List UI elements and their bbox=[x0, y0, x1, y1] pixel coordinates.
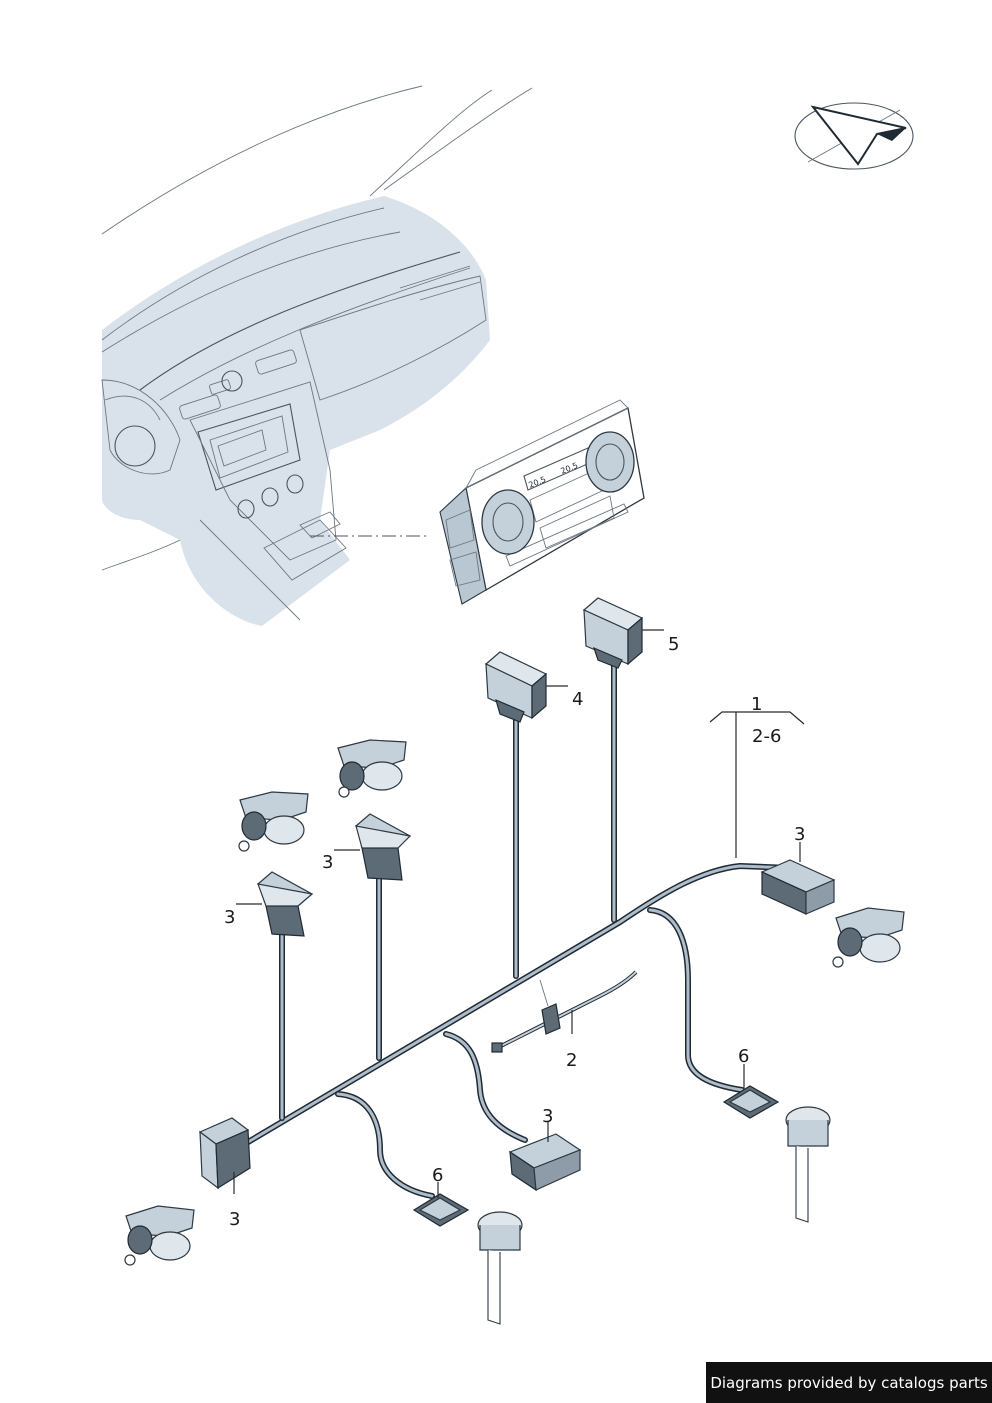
connector-part3-top-left bbox=[256, 871, 314, 937]
callout-4: 4 bbox=[572, 689, 583, 710]
servomotor-b bbox=[238, 791, 309, 852]
connector-part3-top-mid bbox=[354, 813, 412, 881]
left-knob bbox=[481, 489, 535, 555]
callout-5: 5 bbox=[668, 634, 679, 655]
callout-3-bottom-left: 3 bbox=[229, 1209, 240, 1230]
callout-labels: 1 2-6 5 4 3 3 3 2 6 3 6 3 bbox=[224, 634, 805, 1230]
callout-3-mid: 3 bbox=[322, 852, 333, 873]
wiring-harness bbox=[235, 657, 793, 1199]
plug-part5 bbox=[582, 597, 644, 669]
callout-2-6: 2-6 bbox=[752, 726, 781, 747]
climate-control-unit: 20.5 20.5 bbox=[439, 399, 645, 605]
temperature-sensor-right bbox=[785, 1106, 831, 1223]
callout-6-right: 6 bbox=[738, 1046, 749, 1067]
sensor-connector-part6-left bbox=[412, 1193, 470, 1227]
leader-lines bbox=[233, 629, 805, 1198]
right-knob bbox=[585, 431, 635, 493]
callout-3-bottom: 3 bbox=[542, 1106, 553, 1127]
servomotor-a bbox=[337, 739, 407, 798]
callout-3-right: 3 bbox=[794, 824, 805, 845]
servomotor-d bbox=[124, 1205, 195, 1266]
sensor-connector-part6-right bbox=[722, 1085, 780, 1119]
cable-tie bbox=[491, 970, 638, 1053]
connector-part3-right bbox=[760, 859, 836, 915]
footer-text: Diagrams provided by catalogs parts bbox=[710, 1373, 988, 1392]
callout-2: 2 bbox=[566, 1050, 577, 1071]
connector-part3-bottom bbox=[508, 1133, 582, 1192]
callout-3-left: 3 bbox=[224, 907, 235, 928]
plug-part4 bbox=[484, 651, 548, 723]
connector-part3-left bbox=[198, 1117, 251, 1190]
callout-6-left: 6 bbox=[432, 1165, 443, 1186]
servomotor-c bbox=[832, 907, 905, 968]
footer-credit: Diagrams provided by catalogs parts bbox=[706, 1362, 992, 1403]
dashboard-illustration bbox=[101, 85, 533, 626]
direction-compass-icon bbox=[794, 102, 914, 170]
temperature-sensor-left bbox=[477, 1211, 523, 1325]
callout-1: 1 bbox=[751, 694, 762, 715]
